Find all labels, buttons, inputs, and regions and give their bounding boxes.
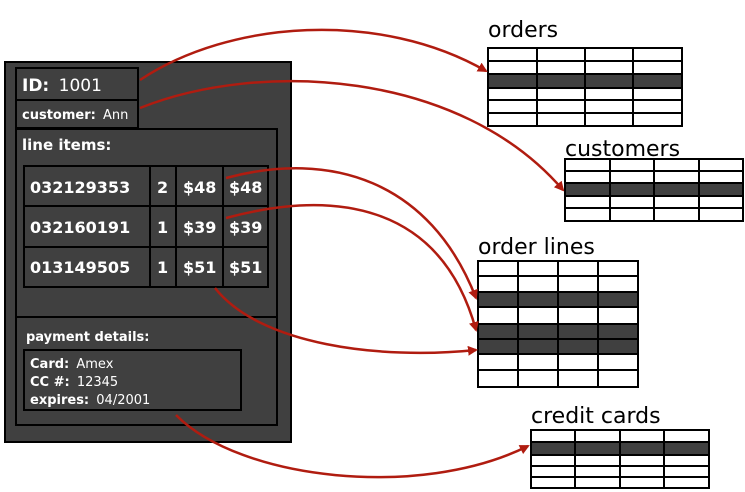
line-item-qty: 1: [157, 218, 168, 237]
line-item-row: 032129353 2 $48 $48: [30, 178, 262, 197]
svg-text:Card: Amex: Card: Amex: [30, 357, 114, 372]
line-items-label: line items:: [22, 136, 111, 154]
line-items-table: [23, 165, 269, 288]
customers-table: customers: [564, 137, 744, 222]
order-id-key: ID:: [22, 76, 49, 96]
line-item-row: 032160191 1 $39 $39: [30, 218, 262, 237]
payment-label: payment details:: [26, 330, 149, 345]
arrow-id-to-orders: [139, 28, 488, 82]
customers-table-title: customers: [565, 137, 680, 162]
line-item-price: $51: [183, 258, 216, 277]
customer-value: Ann: [103, 108, 128, 123]
arrow-line1-to-order-lines: [225, 167, 478, 300]
line-item-total: $51: [229, 258, 262, 277]
card-key: Card:: [30, 357, 69, 372]
arrow-customer-to-customers: [139, 79, 565, 192]
line-item-qty: 1: [157, 258, 168, 277]
svg-text:customer: Ann: customer: Ann: [22, 108, 128, 123]
line-item-price: $39: [183, 218, 216, 237]
cc-key: CC #:: [30, 375, 70, 390]
customer-key: customer:: [22, 108, 96, 123]
arrow-payment-to-credit-cards: [175, 414, 530, 479]
payment-details-box: [23, 349, 242, 411]
arrow-line2-to-order-lines: [225, 204, 479, 332]
card-value: Amex: [76, 357, 113, 372]
arrow-line3-to-order-lines: [214, 287, 478, 356]
expires-key: expires:: [30, 393, 89, 408]
line-item-code: 032160191: [30, 218, 130, 237]
mapping-arrows: [139, 28, 565, 479]
order-lines-table-title: order lines: [478, 235, 595, 260]
line-item-code: 013149505: [30, 258, 130, 277]
order-id-value: 1001: [59, 76, 102, 96]
cc-value: 12345: [77, 375, 118, 390]
orders-table-title: orders: [488, 18, 558, 43]
line-items-grid: [24, 166, 268, 287]
credit-cards-table-title: credit cards: [531, 404, 661, 429]
credit-cards-table: credit cards: [530, 404, 710, 489]
line-item-total: $48: [229, 178, 262, 197]
expires-value: 04/2001: [96, 393, 150, 408]
line-item-row: 013149505 1 $51 $51: [30, 258, 262, 277]
line-item-qty: 2: [157, 178, 168, 197]
line-item-price: $48: [183, 178, 216, 197]
order-lines-table: order lines: [477, 235, 639, 388]
line-item-code: 032129353: [30, 178, 130, 197]
svg-text:expires: 04/2001: expires: 04/2001: [30, 393, 150, 408]
svg-text:CC #: 12345: CC #: 12345: [30, 375, 118, 390]
svg-text:ID: 1001: ID: 1001: [22, 76, 102, 96]
line-item-total: $39: [229, 218, 262, 237]
orders-table: orders: [487, 18, 683, 127]
order-aggregate: ID: 1001 customer: Ann line items: 03212…: [4, 61, 292, 443]
